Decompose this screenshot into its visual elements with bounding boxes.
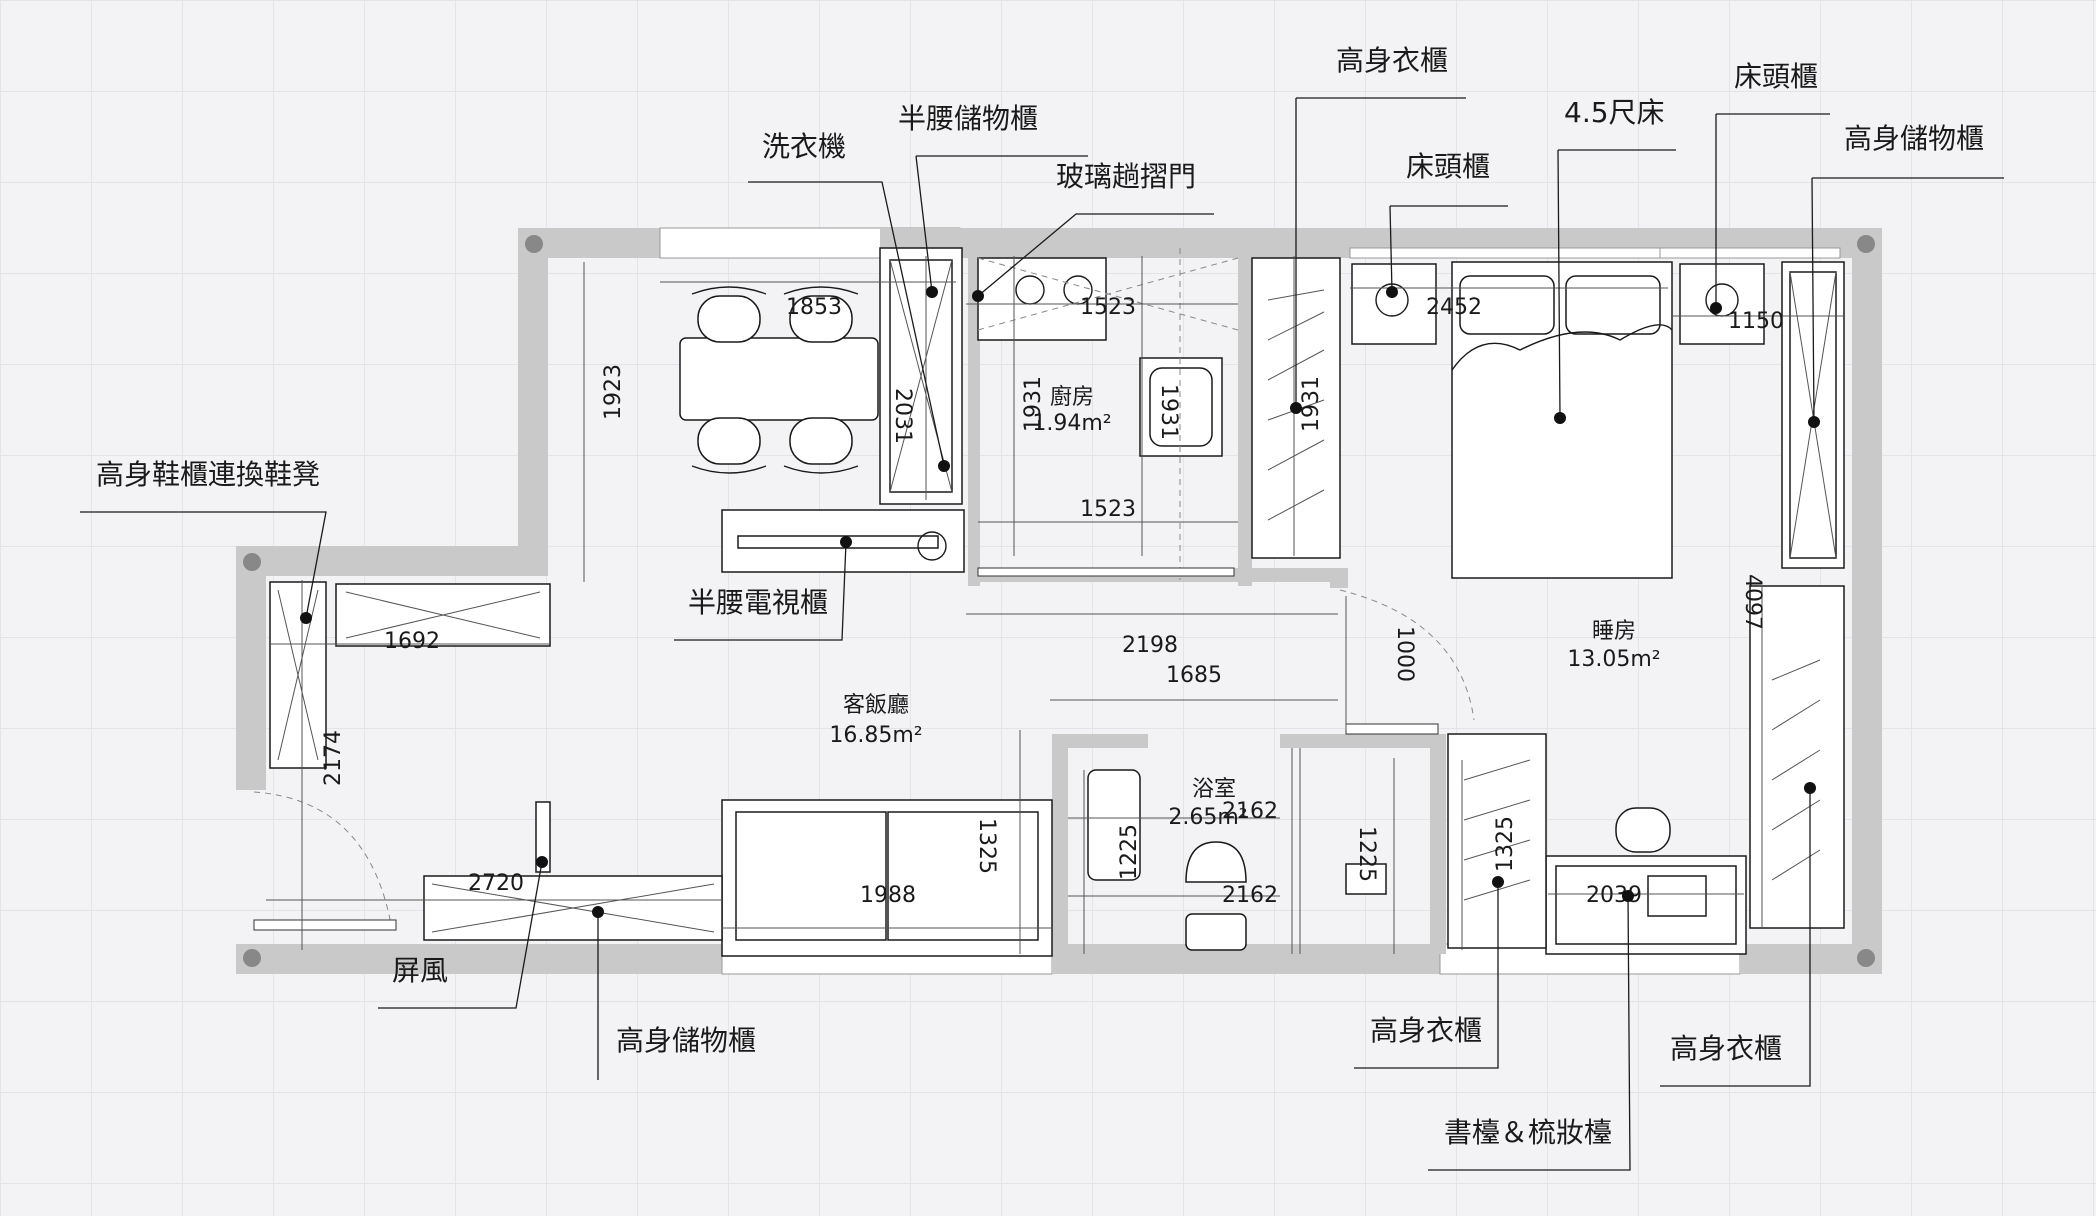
callout-bed: 4.5尺床 bbox=[1564, 96, 1665, 129]
room-living-name: 客飯廳 bbox=[843, 693, 909, 718]
dim-2174: 2174 bbox=[321, 730, 346, 786]
shoe-bench bbox=[335, 583, 551, 647]
dim-1931-sink: 1931 bbox=[1156, 384, 1181, 440]
tall-wardrobe-right bbox=[1749, 585, 1845, 929]
dim-1931-kitchen: 1931 bbox=[1021, 376, 1046, 432]
room-bedroom-area: 13.05m² bbox=[1567, 647, 1660, 672]
bath-vanity bbox=[1087, 769, 1141, 881]
dim-1150: 1150 bbox=[1728, 309, 1784, 334]
dimension-labels: 1853 1523 2452 1150 1923 2031 1931 1931 … bbox=[321, 295, 1784, 908]
dim-2162-bottom: 2162 bbox=[1222, 883, 1278, 908]
dim-1325-wardrobe: 1325 bbox=[1493, 816, 1518, 872]
dim-1931-wardrobe: 1931 bbox=[1299, 376, 1324, 432]
callout-washer: 洗衣機 bbox=[762, 130, 846, 163]
dining-table bbox=[679, 337, 879, 421]
callout-tall-wardrobe-bottom: 高身衣櫃 bbox=[1370, 1014, 1482, 1047]
callout-shoe-cabinet: 高身鞋櫃連換鞋凳 bbox=[96, 458, 320, 491]
toilet bbox=[1185, 841, 1247, 883]
callout-leaders bbox=[80, 97, 2004, 1171]
bedside-table-left bbox=[1351, 263, 1437, 345]
screen-panel bbox=[535, 801, 551, 873]
callout-desk: 書檯＆梳妝檯 bbox=[1444, 1116, 1612, 1149]
callout-tv-cabinet: 半腰電視櫃 bbox=[688, 586, 828, 619]
callout-half-storage: 半腰儲物櫃 bbox=[898, 102, 1038, 135]
dim-2031: 2031 bbox=[890, 388, 915, 444]
dim-1692: 1692 bbox=[384, 629, 440, 654]
shower-fixture bbox=[1345, 863, 1387, 895]
callout-tall-wardrobe-top: 高身衣櫃 bbox=[1336, 44, 1448, 77]
dim-2720: 2720 bbox=[468, 871, 524, 896]
dim-1325-sofa: 1325 bbox=[974, 818, 999, 874]
room-labels: 客飯廳 16.85m² 廚房 1.94m² 睡房 13.05m² 浴室 2.65… bbox=[829, 385, 1660, 830]
dim-1000: 1000 bbox=[1392, 626, 1417, 682]
dim-2198: 2198 bbox=[1122, 633, 1178, 658]
dim-1225-shower: 1225 bbox=[1354, 826, 1379, 882]
bedside-table-right bbox=[1679, 263, 1765, 345]
dim-1523-bottom: 1523 bbox=[1080, 497, 1136, 522]
kitchen-counter bbox=[977, 257, 1107, 341]
dim-1988: 1988 bbox=[860, 883, 916, 908]
dim-1853: 1853 bbox=[786, 295, 842, 320]
callout-tall-storage-bottom: 高身儲物櫃 bbox=[616, 1024, 756, 1057]
dim-2452: 2452 bbox=[1426, 295, 1482, 320]
room-living-area: 16.85m² bbox=[829, 723, 922, 748]
callout-screen: 屏風 bbox=[392, 954, 448, 987]
dim-1923: 1923 bbox=[601, 364, 626, 420]
dim-1225-vanity: 1225 bbox=[1117, 824, 1142, 880]
dim-1685: 1685 bbox=[1166, 663, 1222, 688]
callout-glass-door: 玻璃趟摺門 bbox=[1056, 160, 1196, 193]
room-bathroom-name: 浴室 bbox=[1192, 777, 1236, 802]
room-bedroom-name: 睡房 bbox=[1592, 619, 1636, 644]
callout-tall-wardrobe-right: 高身衣櫃 bbox=[1670, 1032, 1782, 1065]
callout-tall-storage-right: 高身儲物櫃 bbox=[1844, 122, 1984, 155]
furniture bbox=[253, 247, 1845, 957]
dim-2162-top: 2162 bbox=[1222, 799, 1278, 824]
dim-1523-top: 1523 bbox=[1080, 295, 1136, 320]
room-kitchen-name: 廚房 bbox=[1050, 385, 1094, 410]
dim-4097: 4097 bbox=[1740, 574, 1765, 630]
room-bathroom-area: 2.65m² bbox=[1168, 805, 1247, 830]
callout-bedside-left: 床頭櫃 bbox=[1406, 150, 1490, 183]
walls bbox=[236, 227, 1882, 975]
callout-labels: 高身衣櫃 4.5尺床 床頭櫃 高身儲物櫃 床頭櫃 半腰儲物櫃 洗衣機 玻璃趟摺門… bbox=[96, 44, 1984, 1149]
room-kitchen-area: 1.94m² bbox=[1032, 411, 1111, 436]
callout-bedside-right: 床頭櫃 bbox=[1734, 60, 1818, 93]
